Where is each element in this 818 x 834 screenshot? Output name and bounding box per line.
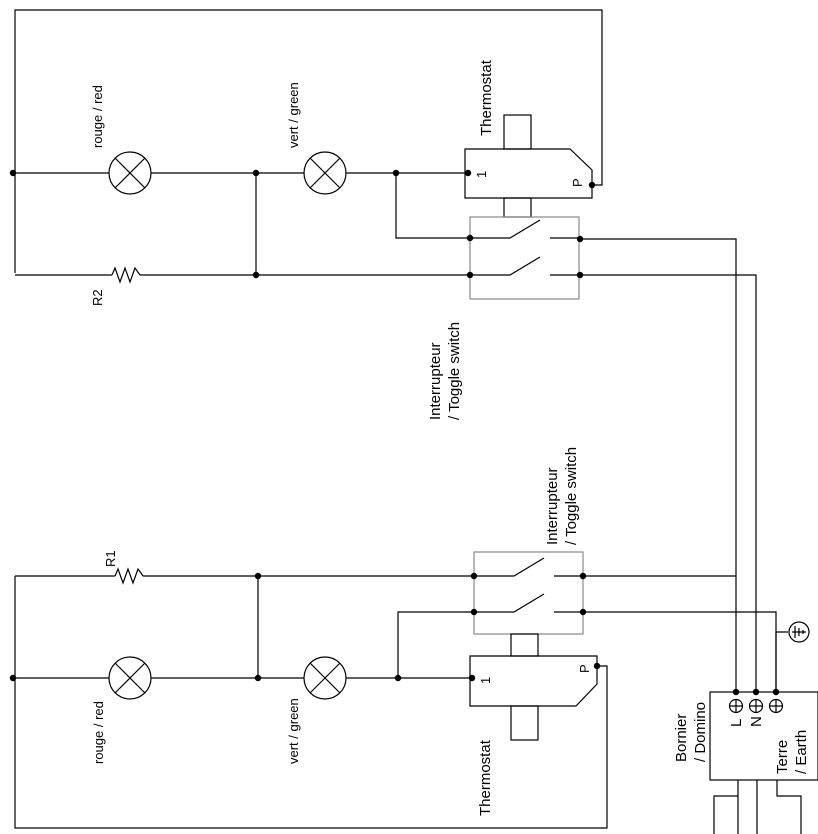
terminal-block: L N Terre / Earth Bornier / Domino <box>673 621 818 834</box>
bottom-switch-branch-wire <box>397 611 474 678</box>
label-terre: Terre <box>774 740 791 774</box>
bottom-circuit: rouge / red vert / green Thermostat 1 P … <box>9 447 777 829</box>
toggle-switch-bottom <box>473 551 584 635</box>
bottom-outer-loop-wire <box>14 576 608 829</box>
toggle-switch-top <box>469 216 580 300</box>
label-pin-1-top: 1 <box>474 171 489 178</box>
terminal-screw-l-icon <box>728 698 744 714</box>
label-interrupteur-bottom: Interrupteur <box>544 467 561 545</box>
lamp-red-top <box>108 151 152 195</box>
bottom-switch-output-wires <box>583 575 777 692</box>
lamp-green-top <box>303 151 347 195</box>
ground-icon <box>788 621 810 643</box>
top-outer-loop-wire <box>14 9 603 273</box>
label-toggle-switch-top: / Toggle switch <box>446 322 463 420</box>
label-thermostat-top: Thermostat <box>478 59 495 136</box>
label-terminal-l: L <box>728 719 745 727</box>
label-rouge-red-bottom: rouge / red <box>91 701 106 764</box>
terminal-screw-earth-icon <box>768 698 784 714</box>
label-pin-p-bottom: P <box>577 664 592 673</box>
label-earth: / Earth <box>793 730 810 774</box>
label-interrupteur-top: Interrupteur <box>427 342 444 420</box>
label-bornier: Bornier <box>673 714 690 762</box>
label-r2: R2 <box>90 289 105 306</box>
label-r1: R1 <box>103 550 118 567</box>
label-rouge-red-top: rouge / red <box>90 85 105 148</box>
earth-lead-wire <box>775 631 788 692</box>
terminal-screw-n-icon <box>748 698 764 714</box>
label-thermostat-bottom: Thermostat <box>477 739 494 816</box>
top-circuit: rouge / red vert / green Thermostat 1 P … <box>9 9 757 692</box>
label-terminal-n: N <box>748 716 765 727</box>
lamp-red-bottom <box>108 656 152 700</box>
resistor-r1 <box>114 567 144 585</box>
label-pin-1-bottom: 1 <box>478 677 493 684</box>
label-pin-p-top: P <box>570 178 585 187</box>
top-switch-output-wires <box>580 238 757 692</box>
label-domino: / Domino <box>692 702 709 762</box>
supply-cable-leads <box>713 780 802 834</box>
resistor-r2 <box>111 266 141 284</box>
label-vert-green-bottom: vert / green <box>286 698 301 764</box>
top-switch-branch-wire <box>395 173 470 239</box>
label-toggle-switch-bottom: / Toggle switch <box>563 447 580 545</box>
thermostat-bottom <box>469 633 598 741</box>
label-vert-green-top: vert / green <box>286 82 301 148</box>
lamp-green-bottom <box>303 656 347 700</box>
